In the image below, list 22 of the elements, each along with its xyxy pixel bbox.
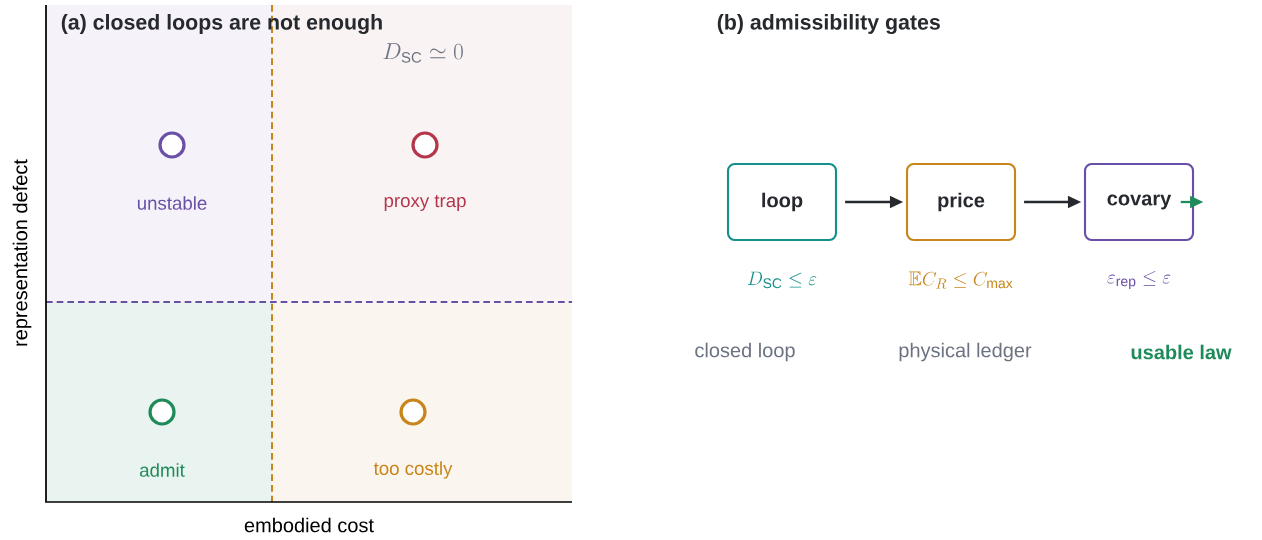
- quadrant-label: unstable: [137, 196, 207, 210]
- panel-title: (b) admissibility gates: [717, 14, 940, 34]
- circle-marker: [158, 131, 186, 159]
- axis-label: embodied cost: [244, 517, 374, 533]
- caption-text: closed loop: [695, 342, 795, 362]
- quadrant-label: too costly: [373, 461, 453, 479]
- circle-marker: [148, 398, 176, 426]
- axis-label: representation defect: [12, 159, 32, 346]
- caption-text: physical ledger: [899, 342, 1032, 362]
- circle-marker: [411, 131, 439, 159]
- formula-label: $\mathbb{E} C_R \le C_{\max}$: [908, 271, 1013, 289]
- formula-label: $\varepsilon_{\mathrm{rep}} \le \varepsilon$: [1107, 271, 1171, 289]
- gate-box: price: [905, 162, 1017, 242]
- panel-title: (a) closed loops are not enough: [61, 14, 382, 34]
- formula-label: $D_{\mathrm{SC}} \le \varepsilon$: [747, 271, 817, 289]
- caption-text: usable law: [1131, 344, 1232, 360]
- gate-box: loop: [726, 162, 838, 242]
- gate-box: covary: [1083, 162, 1195, 242]
- quadrant-label: proxy trap: [384, 195, 466, 211]
- quadrant-label: admit: [140, 463, 185, 477]
- formula-label: $D_{\mathrm{SC}} \simeq 0$: [383, 43, 463, 63]
- circle-marker: [399, 398, 427, 426]
